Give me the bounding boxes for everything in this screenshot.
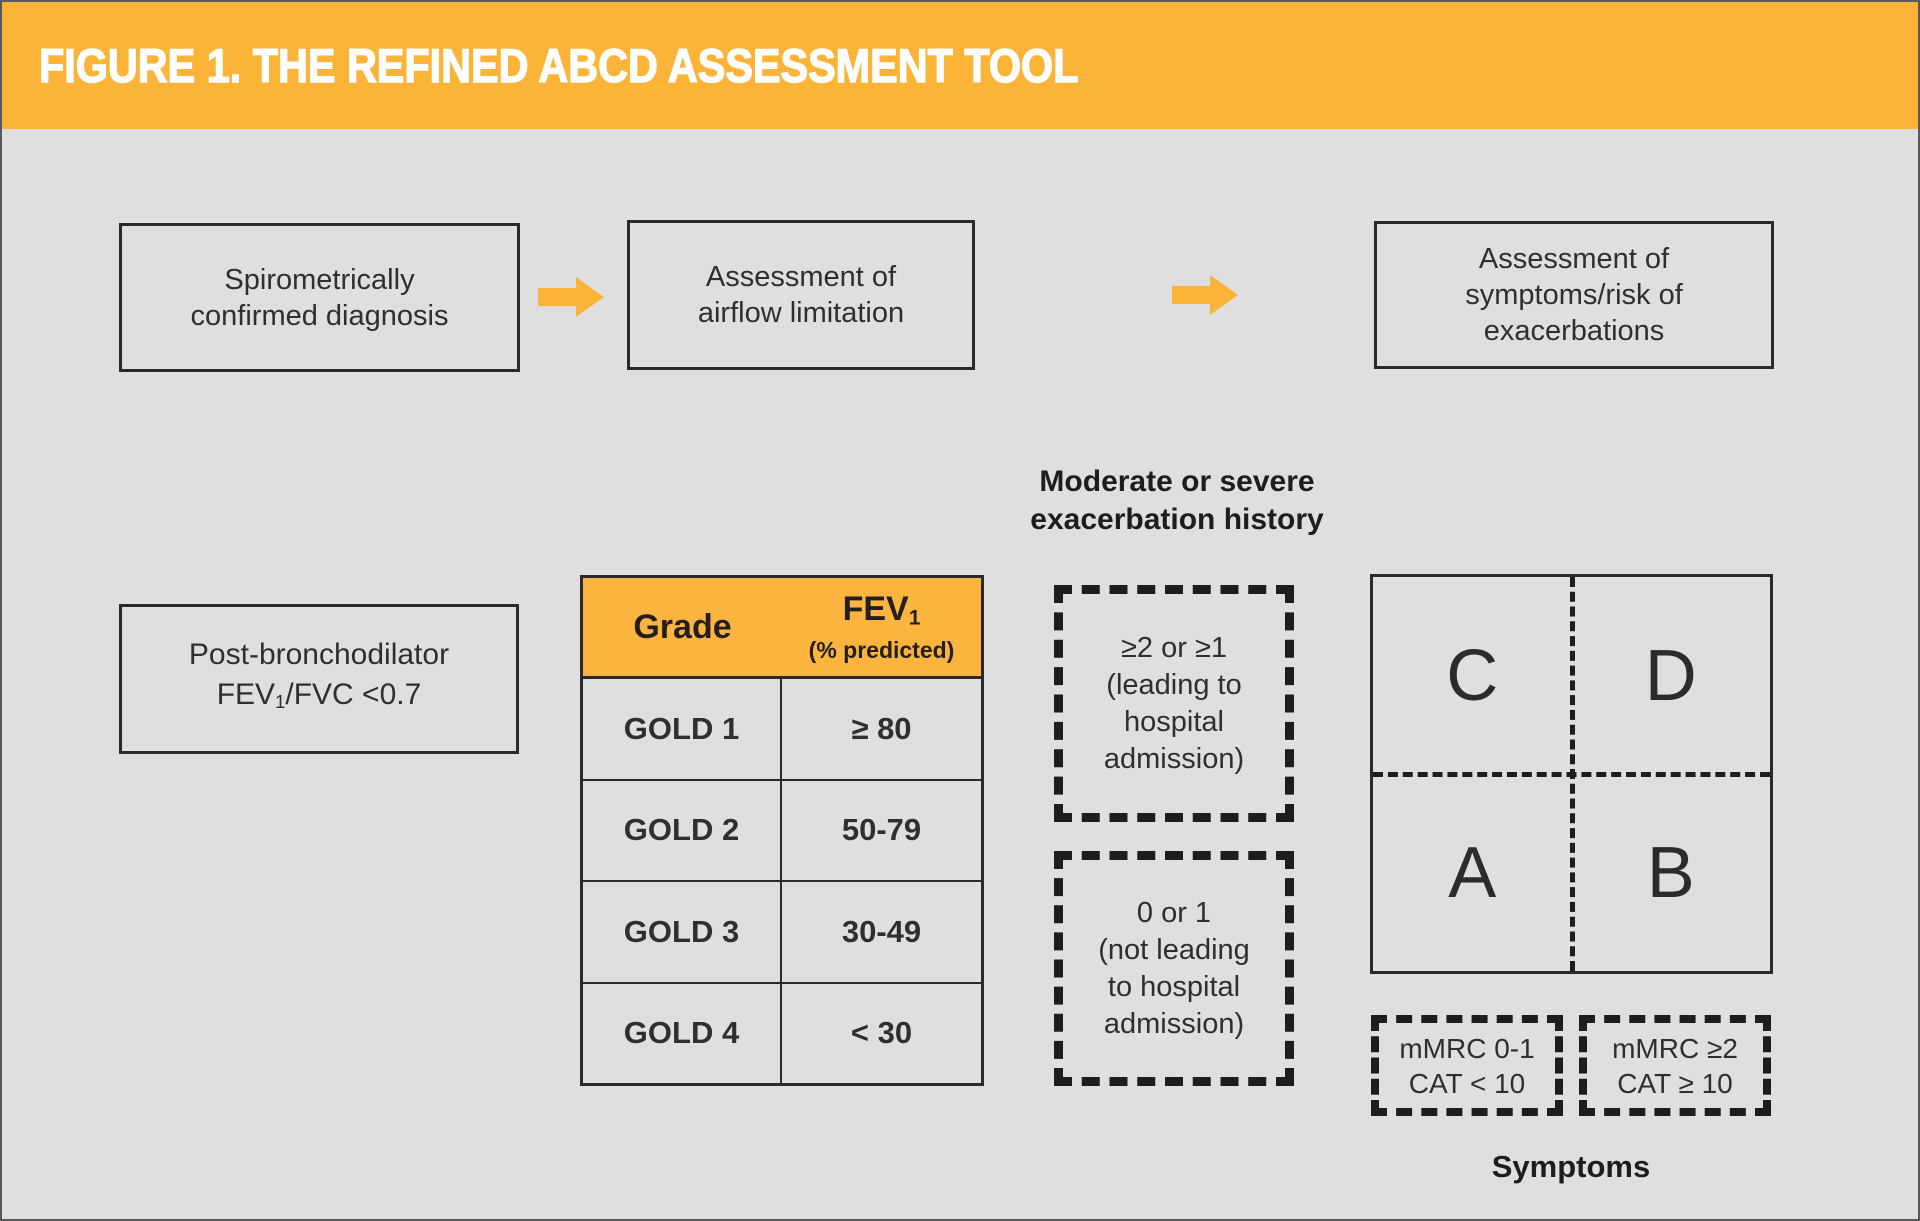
gold-grade-table-header: Grade FEV1 (% predicted) xyxy=(583,578,981,679)
symptoms-high-line2: CAT ≥ 10 xyxy=(1617,1067,1733,1099)
right-arrow-shape xyxy=(1172,275,1238,315)
grade-cell: GOLD 4 xyxy=(583,983,782,1083)
right-arrow-icon xyxy=(1172,275,1238,315)
grade-cell: GOLD 1 xyxy=(583,679,782,779)
percent-predicted-text: (% predicted) xyxy=(808,636,955,663)
flow-box-airflow-line2: airflow limitation xyxy=(697,297,905,329)
flow-box-spirometry-line1: Spirometrically xyxy=(224,263,415,296)
symptoms-high-line1: mMRC ≥2 xyxy=(1612,1032,1738,1064)
exacerbation-low-line4: admission) xyxy=(1103,1007,1245,1040)
exacerbation-low-risk-box: 0 or 1 (not leading to hospital admissio… xyxy=(1054,851,1294,1086)
fev1-value-cell: 50-79 xyxy=(841,812,922,848)
table-row: GOLD 2 50-79 xyxy=(583,780,981,882)
flow-box-spirometry-line2: confirmed diagnosis xyxy=(190,299,449,332)
fev1-header-text: FEV1 xyxy=(843,591,921,637)
symptoms-low-line1: mMRC 0-1 xyxy=(1399,1032,1535,1064)
grade-cell: GOLD 2 xyxy=(583,780,782,880)
table-row: GOLD 4 < 30 xyxy=(583,983,981,1083)
exacerbation-high-line1: ≥2 or ≥1 xyxy=(1121,631,1227,664)
right-arrow-shape xyxy=(538,277,604,317)
right-arrow-icon xyxy=(538,277,604,317)
fev-subscript: 1 xyxy=(275,691,286,713)
flow-box-spirometry: Spirometrically confirmed diagnosis xyxy=(119,223,520,372)
post-bronchodilator-box: Post-bronchodilator FEV1/FVC <0.7 xyxy=(119,604,519,754)
symptoms-low-line2: CAT < 10 xyxy=(1408,1067,1526,1099)
exacerbation-high-line4: admission) xyxy=(1103,742,1245,775)
exacerbation-history-label: Moderate or severe exacerbation history xyxy=(1002,463,1352,539)
quadrant-a-cell: A xyxy=(1448,832,1497,913)
quadrant-d-cell: D xyxy=(1644,635,1697,716)
symptoms-low-box: mMRC 0-1 CAT < 10 xyxy=(1371,1015,1563,1116)
exacerbation-high-risk-box: ≥2 or ≥1 (leading to hospital admission) xyxy=(1054,585,1294,822)
fev-text: FEV xyxy=(842,590,909,629)
fev1-value-cell: ≥ 80 xyxy=(851,710,912,746)
exacerbation-low-line1: 0 or 1 xyxy=(1136,896,1212,929)
flow-box-airflow: Assessment of airflow limitation xyxy=(627,220,975,370)
exacerbation-history-label-line2: exacerbation history xyxy=(1030,503,1324,536)
exacerbation-low-line3: to hospital xyxy=(1107,970,1241,1003)
gold-grade-table: Grade FEV1 (% predicted) GOLD 1 ≥ 80 GOL… xyxy=(580,575,984,1086)
flow-box-symptoms-risk-line3: exacerbations xyxy=(1483,315,1665,347)
fev-text: FEV xyxy=(216,678,276,712)
exacerbation-history-label-line1: Moderate or severe xyxy=(1039,465,1315,498)
exacerbation-high-line3: hospital xyxy=(1124,705,1224,738)
post-bronchodilator-line1: Post-bronchodilator xyxy=(188,638,450,672)
flow-box-airflow-line1: Assessment of xyxy=(705,261,897,293)
flow-box-symptoms-risk-line2: symptoms/risk of xyxy=(1465,279,1683,311)
fev1-value-cell: < 30 xyxy=(850,1015,913,1051)
flow-box-symptoms-risk: Assessment of symptoms/risk of exacerbat… xyxy=(1374,221,1774,369)
symptoms-label: Symptoms xyxy=(1491,1149,1651,1184)
flow-box-symptoms-risk-line1: Assessment of xyxy=(1478,243,1670,275)
symptoms-high-box: mMRC ≥2 CAT ≥ 10 xyxy=(1579,1015,1771,1116)
grade-column-header: Grade xyxy=(633,607,732,646)
table-row: GOLD 3 30-49 xyxy=(583,882,981,984)
quadrant-horizontal-divider xyxy=(1373,772,1770,777)
post-bronchodilator-line2: FEV1/FVC <0.7 xyxy=(217,675,422,722)
fev-subscript: 1 xyxy=(908,606,921,630)
figure-header-bar: FIGURE 1. THE REFINED ABCD ASSESSMENT TO… xyxy=(2,2,1918,129)
grade-cell: GOLD 3 xyxy=(583,882,782,982)
quadrant-b-cell: B xyxy=(1646,832,1695,913)
fev1-column-header: FEV1 (% predicted) xyxy=(782,578,981,676)
fev1-value-cell: 30-49 xyxy=(841,913,922,949)
figure-title: FIGURE 1. THE REFINED ABCD ASSESSMENT TO… xyxy=(38,38,1079,92)
exacerbation-high-line2: (leading to xyxy=(1106,668,1242,701)
fvc-threshold-text: /FVC <0.7 xyxy=(285,678,422,712)
exacerbation-low-line2: (not leading xyxy=(1098,933,1250,966)
table-row: GOLD 1 ≥ 80 xyxy=(583,679,981,781)
quadrant-c-cell: C xyxy=(1446,635,1499,716)
abcd-quadrant-grid: C D A B xyxy=(1370,574,1773,974)
